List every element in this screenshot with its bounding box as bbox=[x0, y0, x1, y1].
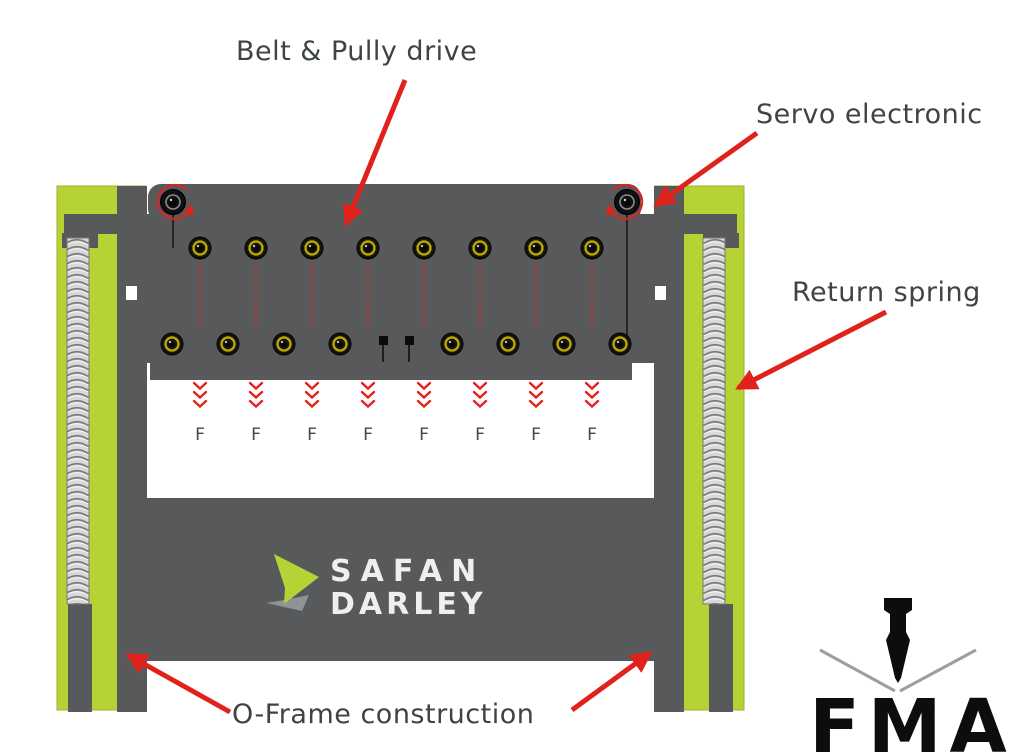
left-return-spring bbox=[66, 237, 90, 605]
right-frame-column bbox=[654, 185, 745, 712]
safan-darley-logo-text-1: SAFAN bbox=[330, 554, 485, 589]
fma-logo-text: FMA bbox=[809, 684, 1014, 756]
safan-darley-logo-text-2: DARLEY bbox=[330, 587, 487, 622]
fma-logo: FMA bbox=[809, 598, 1014, 756]
force-arrows: F F F F F F F F bbox=[192, 381, 600, 445]
press-brake-punch-icon bbox=[884, 598, 912, 683]
lower-beam bbox=[126, 498, 668, 661]
label-servo-electronic: Servo electronic bbox=[756, 99, 983, 130]
force-label: F bbox=[587, 425, 597, 445]
safan-darley-logo-arrow-icon bbox=[274, 554, 319, 604]
arrow-oframe-right bbox=[570, 650, 653, 713]
label-belt-pulley-drive: Belt & Pully drive bbox=[236, 36, 478, 67]
pulley-array bbox=[159, 235, 633, 362]
force-label: F bbox=[251, 425, 261, 445]
force-label: F bbox=[531, 425, 541, 445]
safan-darley-logo-shadow bbox=[266, 595, 309, 611]
label-oframe-construction: O-Frame construction bbox=[232, 699, 535, 730]
force-label: F bbox=[475, 425, 485, 445]
drive-pulley-right bbox=[606, 183, 644, 220]
label-return-spring: Return spring bbox=[792, 277, 981, 308]
force-label: F bbox=[307, 425, 317, 445]
force-label: F bbox=[363, 425, 373, 445]
belt-lines bbox=[199, 262, 593, 330]
arrow-servo-electronic bbox=[653, 130, 759, 208]
arrow-oframe-left bbox=[125, 652, 232, 715]
safan-darley-logo: SAFAN DARLEY bbox=[266, 554, 487, 622]
right-return-spring bbox=[702, 237, 726, 605]
force-label: F bbox=[419, 425, 429, 445]
drive-pulley-left bbox=[156, 183, 194, 220]
arrow-return-spring bbox=[735, 309, 888, 391]
arrow-belt-pulley-drive bbox=[342, 79, 408, 228]
annotation-arrows bbox=[125, 79, 888, 715]
force-label: F bbox=[195, 425, 205, 445]
